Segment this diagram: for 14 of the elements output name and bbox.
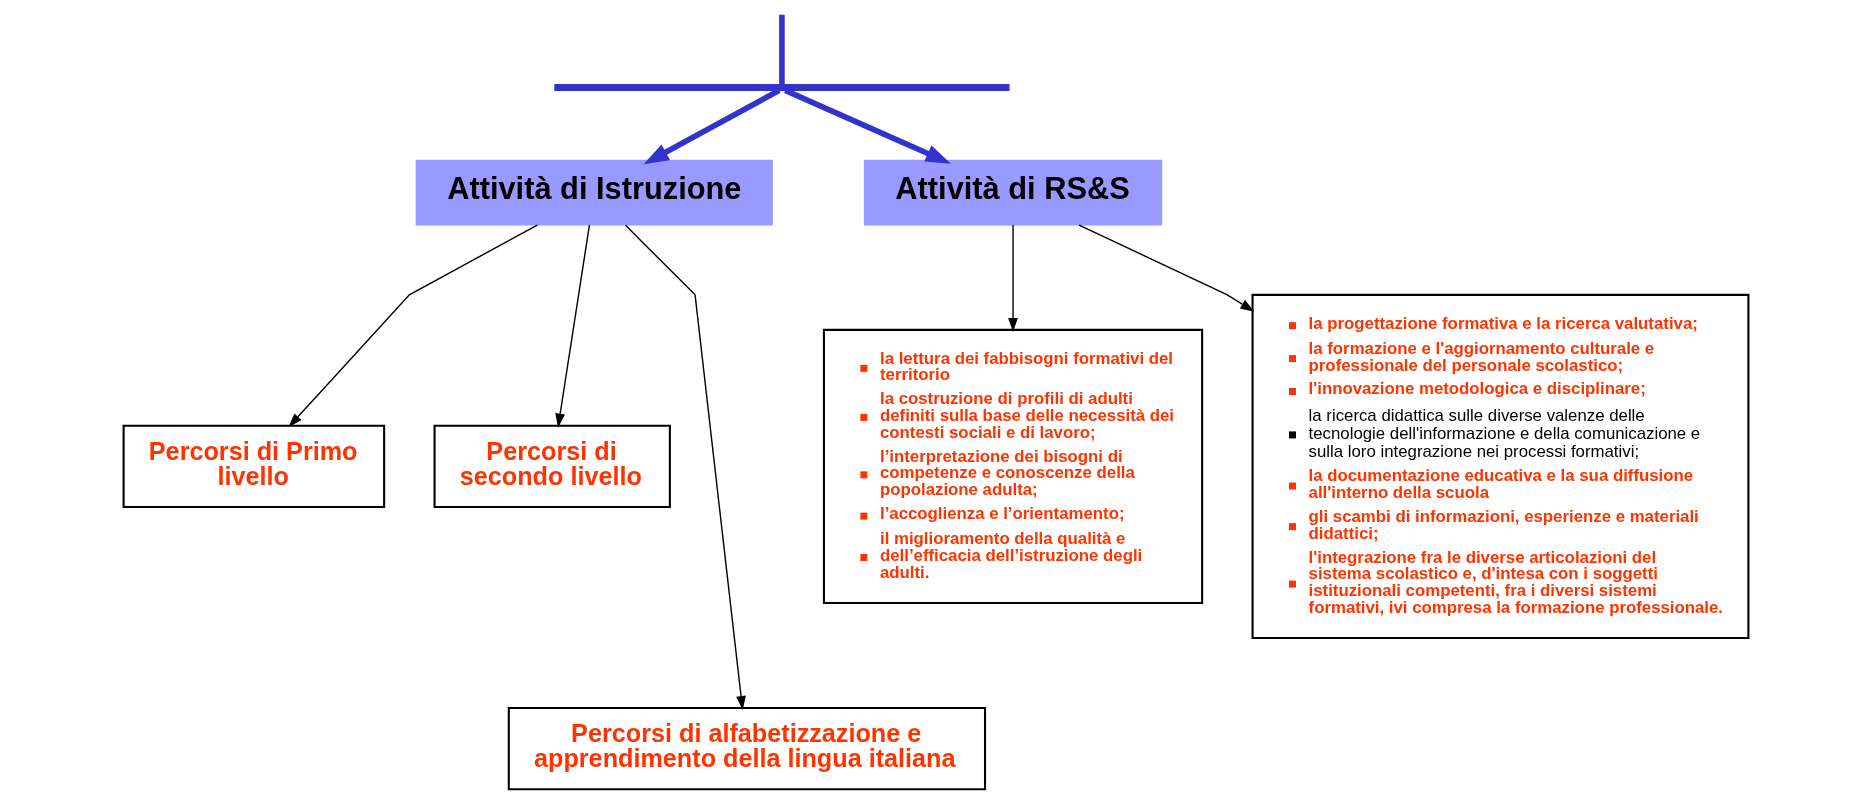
arrow [1078, 224, 1255, 312]
node-box: Attività di RS&S [863, 159, 1163, 226]
node-box: Attività di Istruzione [415, 159, 773, 226]
arrow [555, 224, 591, 428]
arrow [288, 224, 538, 428]
node-box: Percorsi di alfabetizzazione e apprendimento della lingua italiana [507, 707, 987, 791]
node-box: la progettazione formativa e la ricerca valutativa; la formazione e l'aggiornamento culturale e professionale del personale scolastico; l'innovazione metodologica e disciplinare; la ricerca didattica sulle diverse valenze delle tecnologie dell'informazione e della comunicazione e sulla loro integrazione nei processi formativi; la documentazione educativa e la sua diffusione all'interno della scuola gli scambi di informazioni, esperienze e materiali didattici; l'integrazione fra le diverse articolazioni del sistema scolastico e, d'intesa con i soggetti istituzionali competenti, fra i diversi sistemi formativi, ivi compresa la formazione professionale. [1251, 293, 1750, 640]
node-box: Percorsi di Primo livello [122, 424, 386, 509]
node-bar [554, 84, 1010, 92]
arrow [624, 224, 746, 710]
connector [779, 14, 785, 85]
node-box: la lettura dei fabbisogni formativi del territorio la costruzione di profili di adulti definiti sulla base delle necessità dei contesti sociali e di lavoro; l’interpretazione dei bisogni di competenze e conoscenze della popolazione adulta; l’accoglienza e l’orientamento; il miglioramento della qualità e dell’efficacia dell’istruzione degli adulti. [822, 328, 1204, 605]
arrow [1008, 224, 1018, 332]
node-box: Percorsi di secondo livello [433, 424, 671, 509]
